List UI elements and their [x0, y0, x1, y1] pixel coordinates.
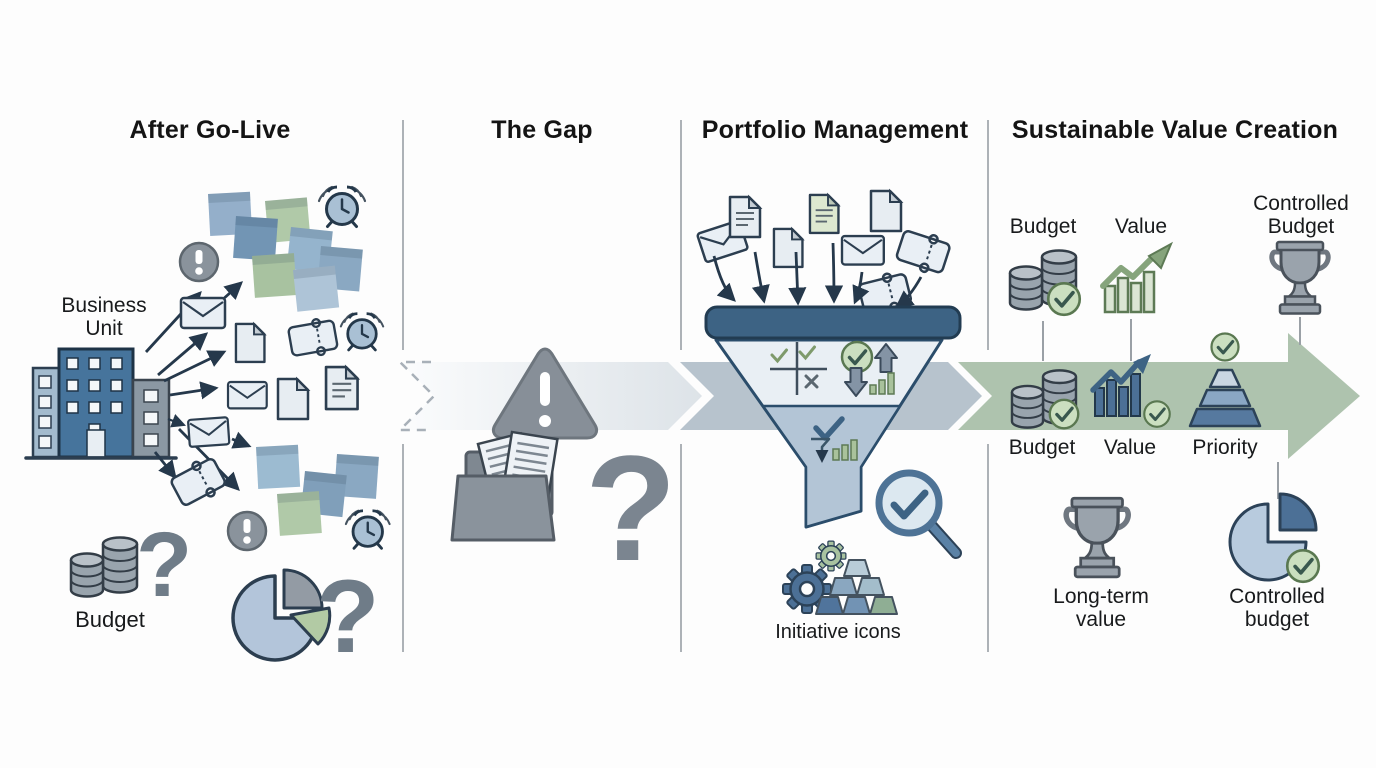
value-band-label: Value	[1103, 436, 1157, 459]
document-icon	[772, 227, 804, 269]
sticky-note-icon	[233, 216, 278, 261]
envelope-icon	[179, 296, 227, 330]
check-circle-icon	[1209, 331, 1241, 363]
document-icon	[276, 377, 310, 421]
section-title-after-go-live: After Go-Live	[129, 116, 291, 144]
down-arrow-icon	[844, 367, 868, 397]
long-term-line2: value	[1075, 608, 1127, 631]
budget-band-label: Budget	[1008, 436, 1076, 459]
document-icon	[326, 367, 358, 409]
question-mark-icon: ?	[136, 514, 192, 616]
funnel-icon	[704, 305, 962, 529]
business-unit-line1: Business	[61, 294, 147, 317]
gear-icon	[815, 540, 847, 572]
up-arrow-icon	[874, 343, 898, 373]
exclamation-circle-icon	[226, 510, 268, 552]
document-icon	[810, 195, 839, 233]
question-mark-icon: ?	[585, 424, 677, 592]
budget-chaos-label: Budget	[75, 607, 145, 632]
sticky-note-icon	[252, 253, 297, 298]
funnel-sort-icon	[811, 437, 831, 463]
alarm-clock-icon	[339, 312, 385, 352]
prioritization-matrix-icon	[770, 342, 827, 395]
ticket-icon	[286, 315, 340, 361]
sticky-note-icon	[256, 444, 301, 489]
long-term-line1: Long-term	[1053, 585, 1149, 608]
long-term-value-label: Long-term value	[1053, 585, 1149, 631]
check-circle-icon	[1142, 399, 1172, 429]
sticky-note-icon	[293, 265, 340, 312]
alarm-clock-icon	[317, 185, 367, 228]
controlled-budget-top-label: Controlled Budget	[1253, 192, 1349, 238]
section-dividers	[402, 120, 989, 652]
envelope-icon	[226, 380, 268, 410]
folder-documents-icon	[450, 430, 559, 542]
funnel-inflow-arrows	[712, 242, 923, 309]
connector-lines	[1042, 317, 1301, 499]
controlled-budget-top-line1: Controlled	[1253, 192, 1349, 215]
building-icon	[24, 347, 178, 460]
section-title-portfolio: Portfolio Management	[701, 116, 969, 144]
envelope-icon	[840, 234, 885, 266]
trophy-icon	[1272, 242, 1328, 314]
check-circle-icon	[1046, 281, 1082, 317]
business-unit-label: Business Unit	[61, 294, 146, 340]
controlled-budget-bottom-line2: budget	[1244, 608, 1310, 631]
ticket-icon	[893, 224, 954, 279]
coins-icon	[69, 536, 139, 598]
value-chart-icon	[1090, 354, 1151, 417]
document-icon	[234, 322, 266, 364]
business-unit-line2: Unit	[85, 317, 123, 340]
question-mark-icon: ?	[316, 559, 380, 675]
pie-chart-icon	[231, 568, 332, 662]
magnifier-check-icon	[875, 469, 962, 559]
exclamation-circle-icon	[178, 241, 220, 283]
initiative-icons-label: Initiative icons	[775, 621, 901, 643]
controlled-budget-bottom-line1: Controlled	[1229, 585, 1325, 608]
document-icon	[730, 197, 760, 237]
ticket-icon	[166, 452, 230, 512]
envelope-icon	[186, 416, 231, 449]
section-title-sustainable: Sustainable Value Creation	[1011, 116, 1339, 144]
trophy-icon	[1066, 498, 1128, 577]
bar-chart-icon	[869, 372, 895, 395]
controlled-budget-bottom-label: Controlled budget	[1229, 585, 1325, 631]
check-circle-icon	[1285, 548, 1321, 584]
pie-budget-icon	[1228, 492, 1318, 582]
document-icon	[869, 189, 903, 233]
priority-band-label: Priority	[1192, 436, 1258, 459]
growth-chart-icon	[1100, 241, 1174, 314]
section-title-the-gap: The Gap	[491, 116, 593, 144]
controlled-budget-top-line2: Budget	[1267, 215, 1335, 238]
alarm-clock-icon	[344, 509, 392, 550]
initiative-pyramid-icon	[815, 559, 898, 615]
bar-chart-icon	[832, 439, 858, 461]
value-top-label: Value	[1114, 215, 1168, 238]
budget-top-label: Budget	[1009, 215, 1077, 238]
check-circle-icon	[1048, 398, 1080, 430]
sticky-note-icon	[277, 491, 322, 536]
